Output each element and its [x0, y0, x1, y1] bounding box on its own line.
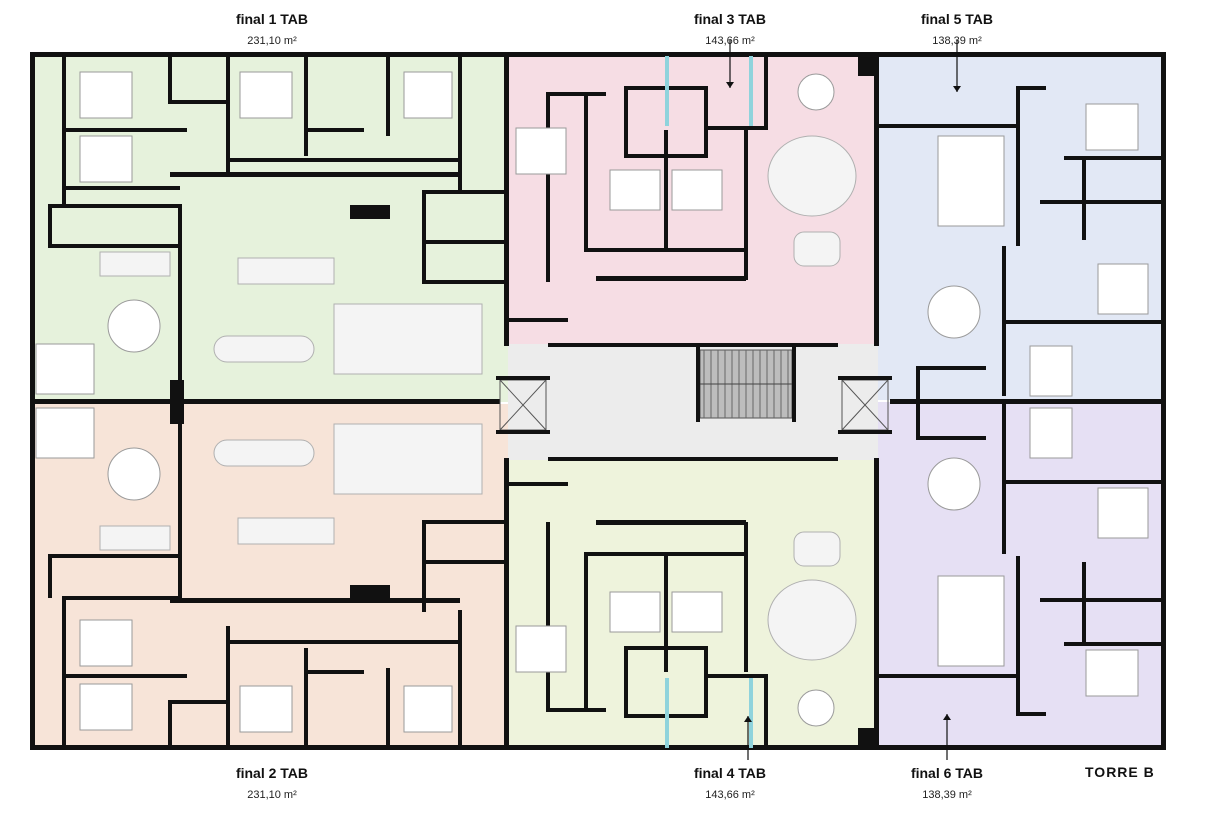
unit4-area: 143,66 m²	[705, 789, 755, 801]
unit1-walls	[48, 56, 506, 402]
unit6-arrowhead-icon	[943, 714, 951, 720]
glass-panels	[665, 56, 753, 748]
partition-walls	[30, 56, 1162, 748]
tower-label: TORRE B	[1085, 764, 1155, 780]
unit6-area: 138,39 m²	[922, 789, 972, 801]
entrance-arrows	[726, 40, 961, 760]
unit3-arrowhead-icon	[726, 82, 734, 88]
unit4-title: final 4 TAB	[694, 765, 766, 781]
stair	[696, 346, 796, 422]
unit-labels: final 1 TAB 231,10 m² final 2 TAB 231,10 m²…	[236, 11, 993, 801]
unit5-arrowhead-icon	[953, 86, 961, 92]
unit6-walls	[878, 404, 1162, 716]
unit2-title: final 2 TAB	[236, 765, 308, 781]
unit6-title: final 6 TAB	[911, 765, 983, 781]
unit2-area: 231,10 m²	[247, 789, 297, 801]
unit1-area: 231,10 m²	[247, 35, 297, 47]
furniture	[35, 71, 1149, 733]
unit4-walls	[508, 482, 878, 748]
unit5-title: final 5 TAB	[921, 11, 993, 27]
zone-core	[508, 344, 878, 460]
unit3-title: final 3 TAB	[694, 11, 766, 27]
unit5-walls	[878, 86, 1162, 400]
unit2-walls	[48, 402, 506, 748]
unit4-arrowhead-icon	[744, 716, 752, 722]
unit1-title: final 1 TAB	[236, 11, 308, 27]
